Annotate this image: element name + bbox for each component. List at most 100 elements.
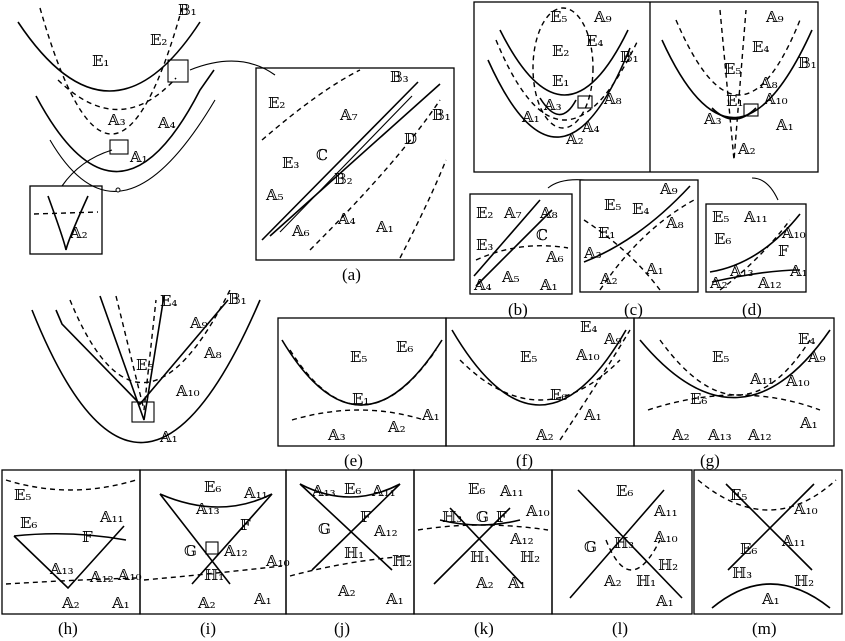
panel-d: 𝔼₅ 𝔸₁₁ 𝔸₁₀ 𝔼₆ 𝔽 𝔸₁₃ 𝔸₂ 𝔸₁₂ 𝔸₁ xyxy=(705,203,808,293)
f-label-A1: 𝔸₁ xyxy=(583,406,602,424)
d-label-E5: 𝔼₅ xyxy=(712,208,729,226)
d-label-A12: 𝔸₁₂ xyxy=(757,274,782,292)
l-label-H2: ℍ₂ xyxy=(658,556,678,574)
d-label-A13: 𝔸₁₃ xyxy=(729,262,754,280)
h-label-A1: 𝔸₁ xyxy=(111,594,130,612)
panel-c-frame xyxy=(579,179,699,293)
b-label-A7: 𝔸₇ xyxy=(503,204,522,222)
tr-label-E1a: 𝔼₁ xyxy=(552,72,569,90)
ml-inner xyxy=(55,299,229,406)
ml-label-E4: 𝔼₄ xyxy=(160,292,177,310)
h-label-A12: 𝔸₁₂ xyxy=(89,568,114,586)
caption-k: (k) xyxy=(474,619,494,638)
tr-label-A1a: 𝔸₁ xyxy=(521,108,540,126)
panel-f: 𝔼₅ 𝔼₄ 𝔸₉ 𝔸₁₀ 𝔼₆ 𝔸₁ 𝔸₂ xyxy=(445,317,635,447)
zoom-line2 xyxy=(269,83,441,237)
l-label-G: 𝔾 xyxy=(584,538,597,556)
panel-b: 𝔼₂ 𝔸₇ 𝔸₈ 𝔼₃ ℂ 𝔸₆ 𝔸₄ 𝔸₅ 𝔸₁ xyxy=(469,193,573,295)
j-label-H2: ℍ₂ xyxy=(392,552,412,570)
c-dash1 xyxy=(599,199,695,291)
panel-b-frame xyxy=(469,193,573,295)
zoom-label-A1: 𝔸₁ xyxy=(375,218,394,236)
tr-label-E4b: 𝔼₄ xyxy=(752,38,769,56)
j-x xyxy=(299,483,401,571)
e-label-A1: 𝔸₁ xyxy=(421,406,440,424)
j-label-H1: ℍ₁ xyxy=(344,544,364,562)
j-label-F: 𝔽 xyxy=(360,508,371,526)
panel-a-main: 𝔼₁ 𝔼₂ 𝔹₁ 𝔸₃ 𝔸₄ 𝔸₁ xyxy=(17,1,276,193)
l-label-A1: 𝔸₁ xyxy=(655,592,674,610)
i-label-A11: 𝔸₁₁ xyxy=(243,484,268,502)
f-label-E6: 𝔼₆ xyxy=(550,386,567,404)
zoom-line3 xyxy=(279,95,413,233)
m-arc xyxy=(711,583,831,609)
g-label-E4: 𝔼₄ xyxy=(798,330,815,348)
g-dash1 xyxy=(647,394,821,411)
caption-h: (h) xyxy=(58,619,78,638)
j-label-A12: 𝔸₁₂ xyxy=(373,522,398,540)
ml-label-A1: 𝔸₁ xyxy=(159,428,178,446)
i-label-F: 𝔽 xyxy=(240,516,251,534)
f-label-A2: 𝔸₂ xyxy=(535,426,554,444)
l-dash xyxy=(605,539,661,571)
h-label-E5: 𝔼₅ xyxy=(14,486,31,504)
i-dash xyxy=(143,565,283,581)
ml-label-A9: 𝔸₉ xyxy=(189,314,208,332)
d-dash xyxy=(719,219,791,291)
i-label-E6: 𝔼₆ xyxy=(204,478,221,496)
d-label-A10: 𝔸₁₀ xyxy=(781,224,806,242)
g-label-A11: 𝔸₁₁ xyxy=(749,370,774,388)
zoom-label-E2: 𝔼₂ xyxy=(268,94,285,112)
ml-dash1 xyxy=(69,289,231,384)
inset-dash xyxy=(33,211,99,215)
h-label-A13: 𝔸₁₃ xyxy=(49,560,74,578)
m-label-H3: ℍ₃ xyxy=(732,564,752,582)
panel-g: 𝔼₅ 𝔼₄ 𝔸₉ 𝔸₁₁ 𝔸₁₀ 𝔼₆ 𝔸₁ 𝔸₂ 𝔸₁₃ 𝔸₁₂ xyxy=(633,317,835,447)
h-dash-bottom xyxy=(5,577,137,585)
g-label-A12: 𝔸₁₂ xyxy=(747,426,772,444)
zoom-dash-left xyxy=(261,69,361,141)
d-curve2 xyxy=(711,269,801,283)
tr-label-B1b: 𝔹₁ xyxy=(798,54,817,72)
k-label-A1: 𝔸₁ xyxy=(507,574,526,592)
e-dash1 xyxy=(289,349,437,406)
e-dash2 xyxy=(291,409,425,421)
zoom-box-a1 xyxy=(167,59,189,83)
caption-j: (j) xyxy=(334,619,350,638)
k-label-H2: ℍ₂ xyxy=(520,548,540,566)
zoom-box-a2 xyxy=(109,139,129,155)
k-label-F: 𝔽 xyxy=(496,508,507,526)
ml-outer xyxy=(31,299,261,444)
c-label-A2: 𝔸₂ xyxy=(599,270,618,288)
l-x xyxy=(569,489,683,599)
tr-left-ellipse xyxy=(532,7,594,129)
c-label-A3: 𝔸₃ xyxy=(583,244,602,262)
d-label-A2: 𝔸₂ xyxy=(709,274,728,292)
m-label-H2: ℍ₂ xyxy=(794,572,814,590)
tr-label-A8a: 𝔸₈ xyxy=(603,90,622,108)
c-dash2 xyxy=(583,219,661,291)
m-label-A10: 𝔸₁₀ xyxy=(793,500,818,518)
h-label-A2: 𝔸₂ xyxy=(61,594,80,612)
panel-l: 𝔼₆ 𝔸₁₁ 𝔸₁₀ 𝔾 ℍ₃ ℍ₂ 𝔸₂ ℍ₁ 𝔸₁ xyxy=(551,469,693,615)
d-curve1 xyxy=(709,213,801,273)
k-label-H3: ℍ₃ xyxy=(442,508,462,526)
panel-d-frame xyxy=(705,203,807,293)
f-label-E5: 𝔼₅ xyxy=(520,348,537,366)
i-label-A1: 𝔸₁ xyxy=(253,590,272,608)
inset-curve xyxy=(47,195,89,251)
f-label-E4: 𝔼₄ xyxy=(580,318,597,336)
arrow-to-d xyxy=(751,177,779,201)
ml-zoom-box xyxy=(131,401,155,423)
d-label-A1: 𝔸₁ xyxy=(789,262,808,280)
panel-top-right: 𝔼₅ 𝔸₉ 𝔼₄ 𝔼₂ 𝔼₁ 𝔹₁ 𝔸₃ 𝔸₈ 𝔸₁ 𝔸₄ 𝔸₂ 𝔼₅ 𝔼₄ 𝔸… xyxy=(473,1,819,201)
l-label-H3: ℍ₃ xyxy=(614,534,634,552)
panel-e: 𝔼₅ 𝔼₆ 𝔼₁ 𝔸₃ 𝔸₂ 𝔸₁ xyxy=(277,317,447,447)
tr-label-A8b: 𝔸₈ xyxy=(759,74,778,92)
k-label-G: 𝔾 xyxy=(476,508,489,526)
k-label-H1: ℍ₁ xyxy=(470,548,490,566)
c-label-E1: 𝔼₁ xyxy=(598,224,615,242)
b-label-C: ℂ xyxy=(536,226,548,244)
ml-label-A8: 𝔸₈ xyxy=(203,344,222,362)
